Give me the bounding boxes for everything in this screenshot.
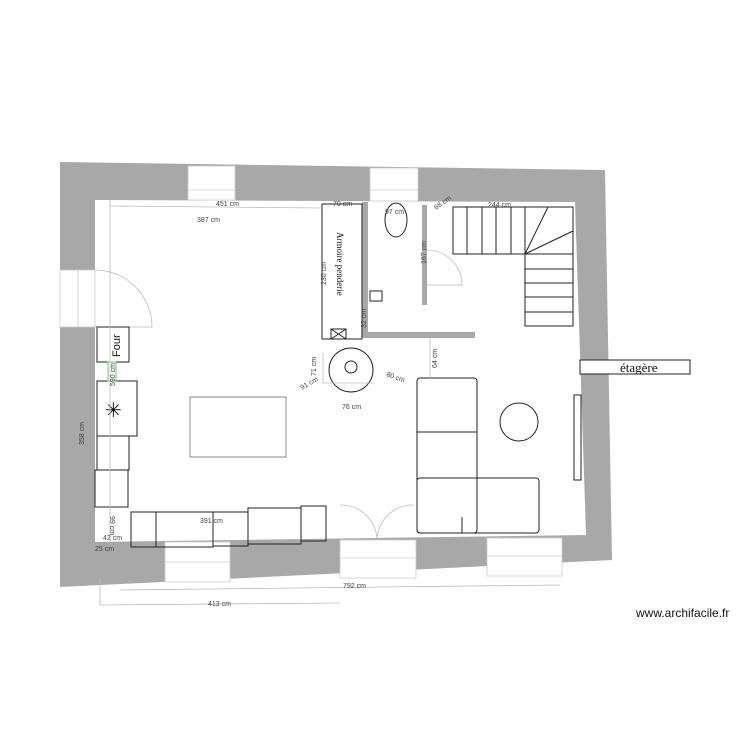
dim-42: 42 cm [103, 535, 122, 542]
dim-76: 76 cm [342, 404, 361, 411]
coffee-table [499, 402, 539, 442]
dim-71: 71 cm [311, 357, 318, 376]
oven-label: Four [111, 334, 123, 357]
dim-167: 167 cm [421, 241, 428, 264]
wardrobe-box [330, 328, 347, 340]
round-stove [328, 347, 374, 393]
island-table [189, 396, 287, 458]
dim-590: 590 cm [110, 363, 117, 386]
shelf [579, 359, 691, 375]
exterior-walls [60, 162, 612, 587]
dim-387: 387 cm [197, 217, 220, 224]
watermark: www.archifacile.fr [636, 606, 730, 620]
dim-244: 244 cm [488, 202, 511, 209]
sink-small [369, 290, 383, 302]
dim-358: 358 cm [79, 422, 86, 445]
kitchen-units [94, 326, 327, 548]
dim-230: 230 cm [321, 262, 328, 285]
dim-391: 391 cm [200, 518, 223, 525]
freezer-icon: ✳ [105, 400, 122, 422]
sofa [416, 377, 540, 534]
dimension-lines [99, 200, 561, 606]
shelf-label: étagère [620, 360, 658, 375]
wardrobe-label: Armoire penderie [335, 232, 345, 296]
tv-unit [573, 394, 582, 481]
toilet [384, 202, 408, 238]
staircase [452, 206, 574, 327]
dim-70: 70 cm [333, 201, 352, 208]
dim-25: 25 cm [95, 546, 114, 553]
dim-80: 80 cm [385, 371, 405, 384]
dim-451: 451 cm [216, 201, 239, 208]
dim-97: 97 cm [385, 209, 404, 216]
dim-99: 99 cm [108, 516, 115, 535]
dimension-highlight [107, 361, 117, 382]
dim-91: 91 cm [300, 376, 320, 392]
windows [59, 165, 563, 583]
dim-32: 32 cm [361, 309, 368, 328]
doors [94, 249, 463, 541]
dim-792: 792 cm [343, 583, 366, 590]
dim-64: 64 cm [432, 349, 439, 368]
interior-walls [362, 202, 475, 338]
dim-413: 413 cm [208, 601, 231, 608]
